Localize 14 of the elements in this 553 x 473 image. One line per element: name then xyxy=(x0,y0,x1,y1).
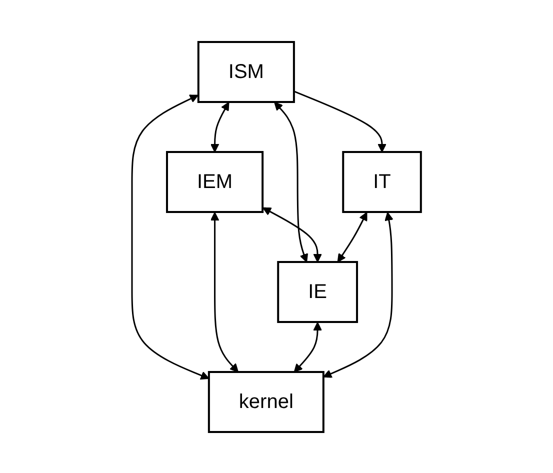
node-box: ISM xyxy=(197,40,295,102)
arrow xyxy=(131,94,210,380)
arrow xyxy=(337,211,368,262)
node-box: IE xyxy=(277,260,358,322)
arrow xyxy=(294,90,386,152)
arrow xyxy=(262,206,322,262)
node-box: kernel xyxy=(208,370,324,432)
node-box: IT xyxy=(342,150,422,212)
node-box: IEM xyxy=(166,150,264,212)
arrow xyxy=(294,322,322,372)
arrow xyxy=(274,101,308,262)
arrow xyxy=(323,212,394,378)
arrow xyxy=(210,101,230,152)
arrow xyxy=(210,212,239,372)
